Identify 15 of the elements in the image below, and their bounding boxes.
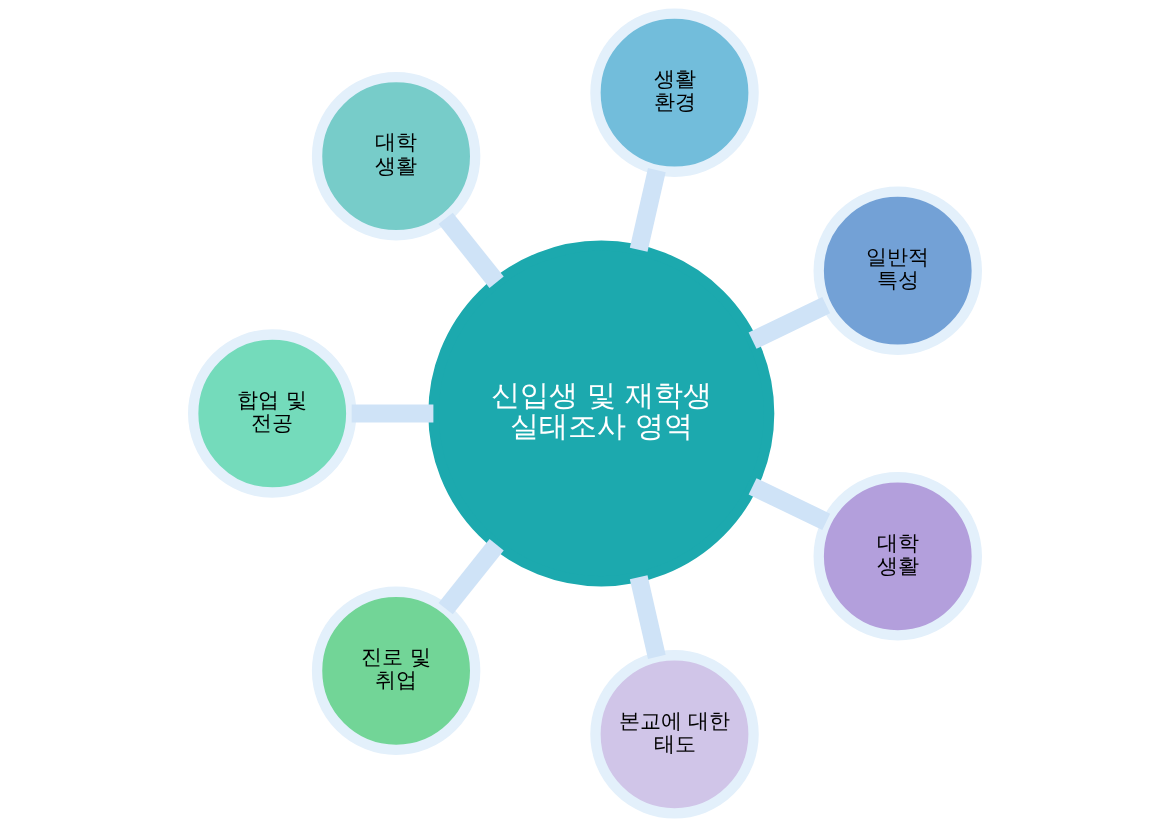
connector [438,539,504,615]
connector [438,212,504,288]
node-circle: 대학 생활 [813,472,982,641]
node-circle: 합업 및 전공 [188,329,357,498]
node-circle: 진로 및 취업 [311,586,481,755]
node-circle: 생활 환경 [590,8,759,177]
connector [629,168,666,252]
node-circle: 본교에 대한 태도 [590,650,759,819]
node-circle: 대학 생활 [311,72,481,241]
connector [351,404,434,423]
node-circle: 일반적 특성 [813,186,982,355]
node-circle: 신입생 및 재학생 실태조사 영역 [428,240,775,587]
connector [748,478,831,530]
connector [629,575,666,659]
connector [748,297,831,349]
